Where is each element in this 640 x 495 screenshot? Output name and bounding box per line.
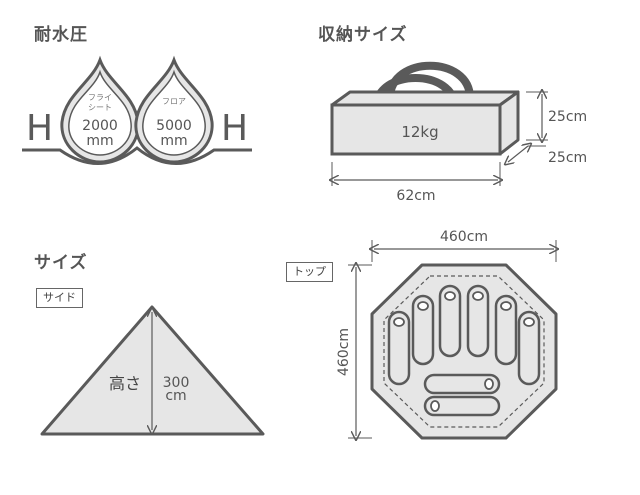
top-width: 460cm <box>440 229 488 245</box>
bag-weight: 12kg <box>401 123 438 141</box>
water-pressure-heading: 耐水圧 <box>34 25 88 45</box>
side-view-diagram: 高さ 300 cm <box>40 305 265 436</box>
side-view-tag: サイド <box>36 288 83 308</box>
fly-unit: mm <box>86 133 113 149</box>
right-h: H <box>221 108 248 149</box>
storage-size-heading: 収納サイズ <box>318 25 408 45</box>
sleeping-bag <box>438 284 462 358</box>
tent-height-value: 300 <box>163 375 190 391</box>
tent-height-label: 高さ <box>109 374 141 393</box>
floor-unit: mm <box>160 133 187 149</box>
tent-height-unit: cm <box>165 388 186 404</box>
sleeping-bag <box>423 395 501 417</box>
sleeping-bag-heads <box>393 291 535 412</box>
sleeping-bag <box>494 294 518 366</box>
bag-height: 25cm <box>548 109 587 125</box>
bag-front <box>330 103 502 156</box>
bag-width: 62cm <box>396 188 435 204</box>
bag-depth: 25cm <box>548 150 587 166</box>
size-heading: サイズ <box>34 253 88 273</box>
fly-label-1: フライ <box>88 93 112 102</box>
fly-drop-inner <box>68 69 132 156</box>
bag-side <box>498 90 520 156</box>
sleeping-bag <box>466 284 490 358</box>
bag-top <box>330 90 520 107</box>
top-view-tag: トップ <box>286 262 333 282</box>
fly-label-2: シート <box>88 103 112 112</box>
storage-bag-diagram: 12kg 25cm 25cm 62cm <box>330 61 587 204</box>
sleeping-bag <box>411 294 435 366</box>
depth-dimension-line <box>508 146 528 162</box>
ground-line <box>22 146 252 165</box>
floor-value: 5000 <box>156 118 192 134</box>
floor-drop-inner <box>142 69 206 156</box>
sleeping-bag <box>387 310 411 386</box>
top-view-diagram: 460cm 460cm <box>336 229 556 438</box>
top-depth: 460cm <box>336 328 352 376</box>
sleeping-bags <box>387 284 541 417</box>
fly-value: 2000 <box>82 118 118 134</box>
sleeping-bag <box>423 373 501 395</box>
floor-label: フロア <box>162 97 186 106</box>
left-h: H <box>26 108 53 149</box>
sleeping-bag <box>517 310 541 386</box>
water-pressure-diagram: H H フライ シート 2000 mm フロア 5000 mm <box>22 55 252 165</box>
